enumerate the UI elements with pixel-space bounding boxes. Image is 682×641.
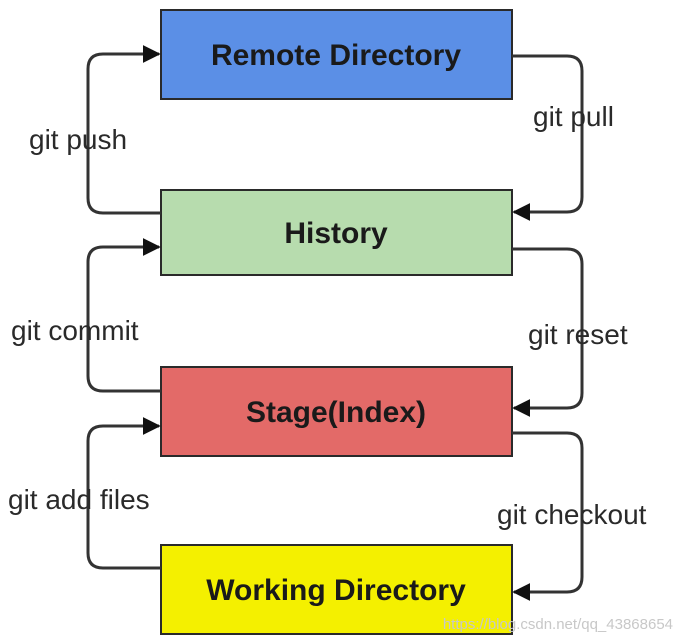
- watermark-text: https://blog.csdn.net/qq_43868654: [443, 616, 673, 633]
- edge-push-arrow: [86, 45, 161, 215]
- node-working-box: [160, 544, 513, 635]
- node-remote-box: [160, 9, 513, 100]
- node-history: History: [160, 189, 513, 276]
- edge-push-label: git push: [29, 124, 127, 155]
- edge-checkout-arrow: [512, 431, 584, 601]
- edge-add-arrow: [86, 417, 161, 570]
- edge-reset-arrow: [512, 247, 584, 417]
- edge-add-label: git add files: [8, 484, 150, 515]
- node-history-label: History: [284, 217, 388, 250]
- node-working-label: Working Directory: [206, 574, 466, 607]
- node-remote-label: Remote Directory: [211, 39, 461, 72]
- node-remote-directory: Remote Directory: [160, 9, 513, 100]
- edge-reset-label: git reset: [528, 319, 628, 350]
- node-stage-box: [160, 366, 513, 457]
- edge-commit-arrow: [86, 238, 161, 393]
- node-stage: Stage(Index): [160, 366, 513, 457]
- node-history-box: [160, 189, 513, 276]
- edge-pull-arrow: [512, 54, 584, 221]
- node-working-directory: Working Directory: [160, 544, 513, 635]
- edge-checkout-label: git checkout: [497, 499, 647, 530]
- node-stage-label: Stage(Index): [246, 396, 426, 429]
- edge-pull-label: git pull: [533, 101, 614, 132]
- edge-commit-label: git commit: [11, 315, 139, 346]
